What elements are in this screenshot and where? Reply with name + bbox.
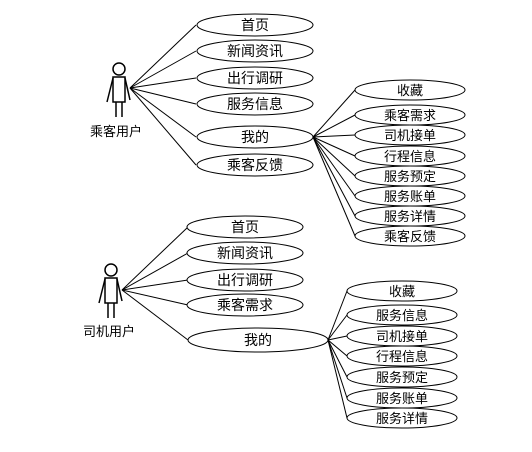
svg-text:我的: 我的 (241, 130, 269, 146)
use-case-passenger-favorites[interactable]: 收藏 (354, 79, 466, 101)
assoc-line (312, 114, 356, 138)
svg-text:出行调研: 出行调研 (227, 71, 283, 87)
svg-text:服务详情: 服务详情 (376, 411, 428, 427)
svg-text:首页: 首页 (241, 18, 269, 34)
svg-text:司机接单: 司机接单 (376, 329, 428, 345)
assoc-line (121, 252, 189, 291)
assoc-line (327, 339, 348, 399)
svg-text:新闻资讯: 新闻资讯 (217, 246, 273, 262)
use-case-driver-service-info[interactable]: 服务信息 (346, 304, 458, 326)
assoc-line (129, 77, 197, 89)
use-case-passenger-demand[interactable]: 乘客需求 (354, 104, 466, 126)
svg-text:服务账单: 服务账单 (384, 189, 436, 205)
use-case-driver-trip-info[interactable]: 行程信息 (346, 345, 458, 367)
svg-text:乘客需求: 乘客需求 (384, 108, 436, 124)
use-case-passenger-bill[interactable]: 服务账单 (354, 185, 466, 207)
use-case-passenger-feedback[interactable]: 乘客反馈 (196, 153, 314, 177)
assoc-line (121, 226, 189, 291)
driver-actor-label: 司机用户 (83, 324, 135, 340)
assoc-line (129, 87, 197, 138)
assoc-line (327, 314, 348, 341)
use-case-driver-favorites[interactable]: 收藏 (346, 280, 458, 302)
assoc-line (129, 87, 197, 166)
use-case-passenger-mine[interactable]: 我的 (196, 125, 314, 149)
svg-text:行程信息: 行程信息 (376, 349, 428, 365)
svg-text:乘客反馈: 乘客反馈 (384, 229, 436, 245)
svg-text:行程信息: 行程信息 (384, 149, 436, 165)
use-case-passenger-home[interactable]: 首页 (196, 13, 314, 37)
assoc-line (129, 87, 197, 105)
use-case-driver-news[interactable]: 新闻资讯 (186, 241, 304, 265)
use-case-driver-mine[interactable]: 我的 (187, 327, 329, 353)
use-case-driver-home[interactable]: 首页 (186, 215, 304, 239)
assoc-line (327, 339, 348, 357)
use-case-driver-demand[interactable]: 乘客需求 (186, 293, 304, 317)
svg-text:服务信息: 服务信息 (227, 96, 283, 113)
assoc-line (312, 136, 356, 177)
driver-actor-group: 司机用户 (83, 226, 189, 341)
svg-text:新闻资讯: 新闻资讯 (227, 44, 283, 60)
use-case-passenger-survey[interactable]: 出行调研 (196, 66, 314, 90)
assoc-line (327, 335, 348, 341)
driver-main-cases: 首页 新闻资讯 出行调研 乘客需求 我的 (186, 215, 329, 353)
passenger-main-cases: 首页 新闻资讯 出行调研 服务信息 我的 乘客反馈 (196, 13, 314, 177)
use-case-passenger-details[interactable]: 服务详情 (354, 205, 466, 227)
use-case-driver-details[interactable]: 服务详情 (346, 407, 458, 429)
svg-text:服务信息: 服务信息 (376, 308, 428, 324)
svg-text:服务详情: 服务详情 (384, 209, 436, 225)
assoc-line (312, 136, 356, 157)
passenger-actor-icon (106, 62, 131, 117)
svg-text:收藏: 收藏 (397, 84, 423, 99)
passenger-actor-label: 乘客用户 (90, 124, 142, 140)
assoc-line (312, 136, 356, 217)
svg-text:乘客反馈: 乘客反馈 (227, 157, 283, 174)
svg-text:司机接单: 司机接单 (384, 128, 436, 144)
driver-actor-icon (98, 263, 123, 318)
assoc-line (327, 339, 348, 419)
assoc-line (129, 50, 197, 89)
assoc-line (312, 134, 356, 138)
passenger-mine-subcases: 收藏 乘客需求 司机接单 行程信息 服务预定 服务账单 服务详情 乘客反馈 (312, 79, 466, 247)
svg-text:服务预定: 服务预定 (384, 169, 436, 185)
svg-text:收藏: 收藏 (389, 285, 415, 300)
svg-text:首页: 首页 (231, 220, 259, 236)
svg-text:乘客需求: 乘客需求 (217, 297, 273, 314)
assoc-line (121, 289, 189, 306)
svg-text:服务账单: 服务账单 (376, 391, 428, 407)
svg-text:服务预定: 服务预定 (376, 370, 428, 386)
use-case-passenger-driver-accept[interactable]: 司机接单 (354, 124, 466, 146)
svg-text:出行调研: 出行调研 (217, 273, 273, 289)
assoc-line (312, 89, 356, 138)
use-case-driver-bill[interactable]: 服务账单 (346, 387, 458, 409)
assoc-line (129, 24, 197, 89)
use-case-driver-booking[interactable]: 服务预定 (346, 366, 458, 388)
use-case-passenger-service-info[interactable]: 服务信息 (196, 92, 314, 116)
assoc-line (121, 279, 189, 291)
driver-mine-subcases: 收藏 服务信息 司机接单 行程信息 服务预定 服务账单 服务详情 (327, 280, 458, 429)
use-case-passenger-mine-feedback[interactable]: 乘客反馈 (354, 225, 466, 247)
assoc-line (327, 290, 348, 341)
svg-text:我的: 我的 (244, 333, 272, 349)
use-case-passenger-booking[interactable]: 服务预定 (354, 165, 466, 187)
assoc-line (312, 136, 356, 197)
assoc-line (312, 136, 356, 237)
assoc-line (121, 289, 189, 341)
use-case-passenger-trip-info[interactable]: 行程信息 (354, 145, 466, 167)
use-case-driver-survey[interactable]: 出行调研 (186, 268, 304, 292)
assoc-line (327, 339, 348, 378)
passenger-actor-group: 乘客用户 (90, 24, 197, 166)
use-case-driver-accept[interactable]: 司机接单 (346, 325, 458, 347)
use-case-passenger-news[interactable]: 新闻资讯 (196, 39, 314, 63)
